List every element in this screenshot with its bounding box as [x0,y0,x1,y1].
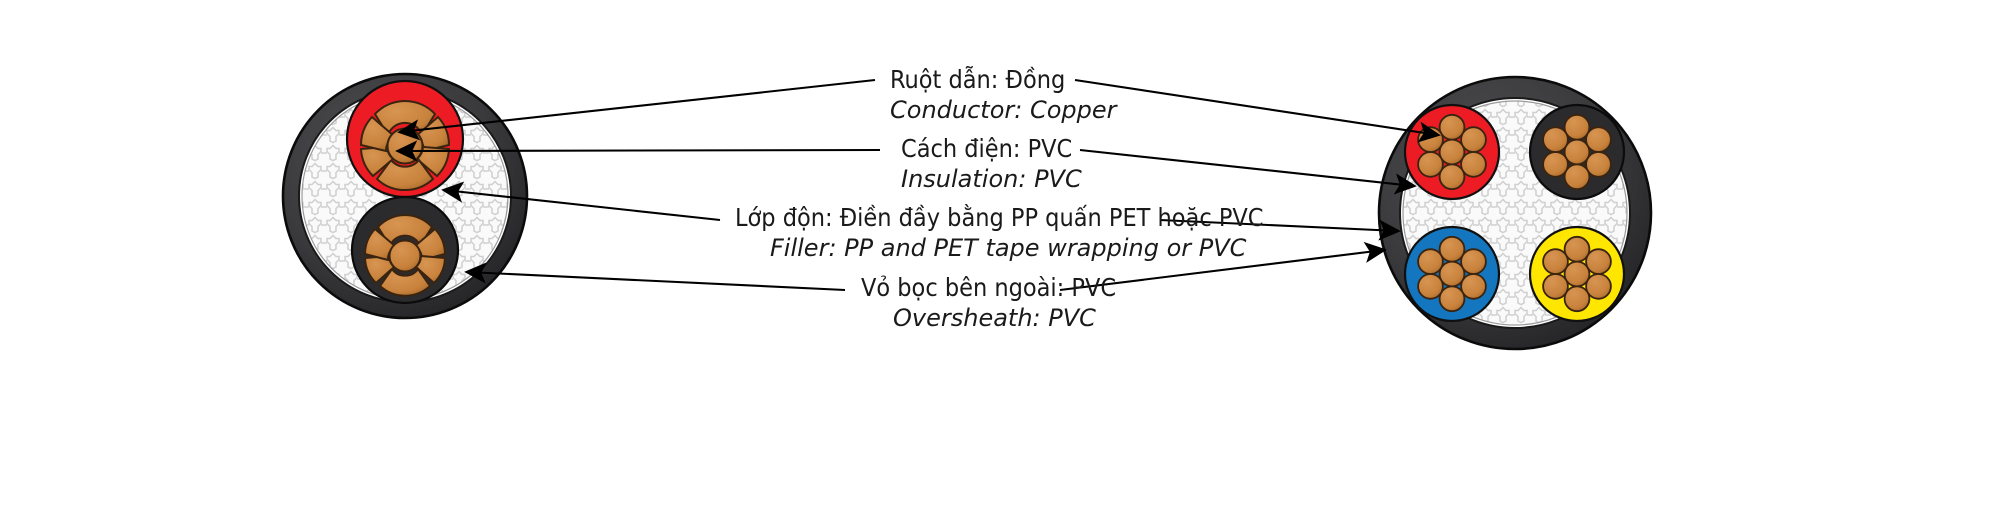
label-conductor-en: Conductor: Copper [890,96,1119,124]
leader-lines [395,78,1441,292]
label-group-oversheath: Vỏ bọc bên ngoài: PVC Oversheath: PVC [861,273,1116,332]
left-cable-two-core [281,72,529,320]
right-core-black-conductor [1542,113,1612,191]
label-oversheath-en: Oversheath: PVC [893,304,1096,332]
right-core-blue [1403,225,1501,323]
left-core-black-conductor [363,213,447,297]
leader-oversheath-right [1059,241,1387,292]
label-insulation-en: Insulation: PVC [901,165,1082,193]
right-cable-four-core [1377,75,1653,351]
right-core-red [1403,103,1501,201]
label-group-conductor: Ruột dẫn: Đồng Conductor: Copper [890,65,1119,124]
right-core-black [1528,103,1626,201]
left-core-black [350,195,460,305]
leader-oversheath-left [464,262,846,292]
leader-insulation-right [1079,148,1417,195]
leader-insulation-left [395,140,881,162]
leader-conductor-right [1074,78,1441,143]
label-filler-en: Filler: PP and PET tape wrapping or PVC [770,234,1247,262]
left-core-red [345,79,465,199]
label-oversheath-vi: Vỏ bọc bên ngoài: PVC [861,273,1116,302]
label-filler-vi: Lớp độn: Điền đầy bằng PP quấn PET hoặc … [735,203,1264,232]
label-conductor-vi: Ruột dẫn: Đồng [890,65,1065,94]
leader-conductor-left [397,78,876,141]
leader-filler-left [441,181,721,222]
right-core-blue-conductor [1417,235,1487,313]
right-core-yellow-conductor [1542,235,1612,313]
right-core-yellow [1528,225,1626,323]
leader-filler-right [1159,218,1401,241]
label-insulation-vi: Cách điện: PVC [901,134,1072,163]
label-group-insulation: Cách điện: PVC Insulation: PVC [901,134,1082,193]
label-group-filler: Lớp độn: Điền đầy bằng PP quấn PET hoặc … [735,203,1264,262]
